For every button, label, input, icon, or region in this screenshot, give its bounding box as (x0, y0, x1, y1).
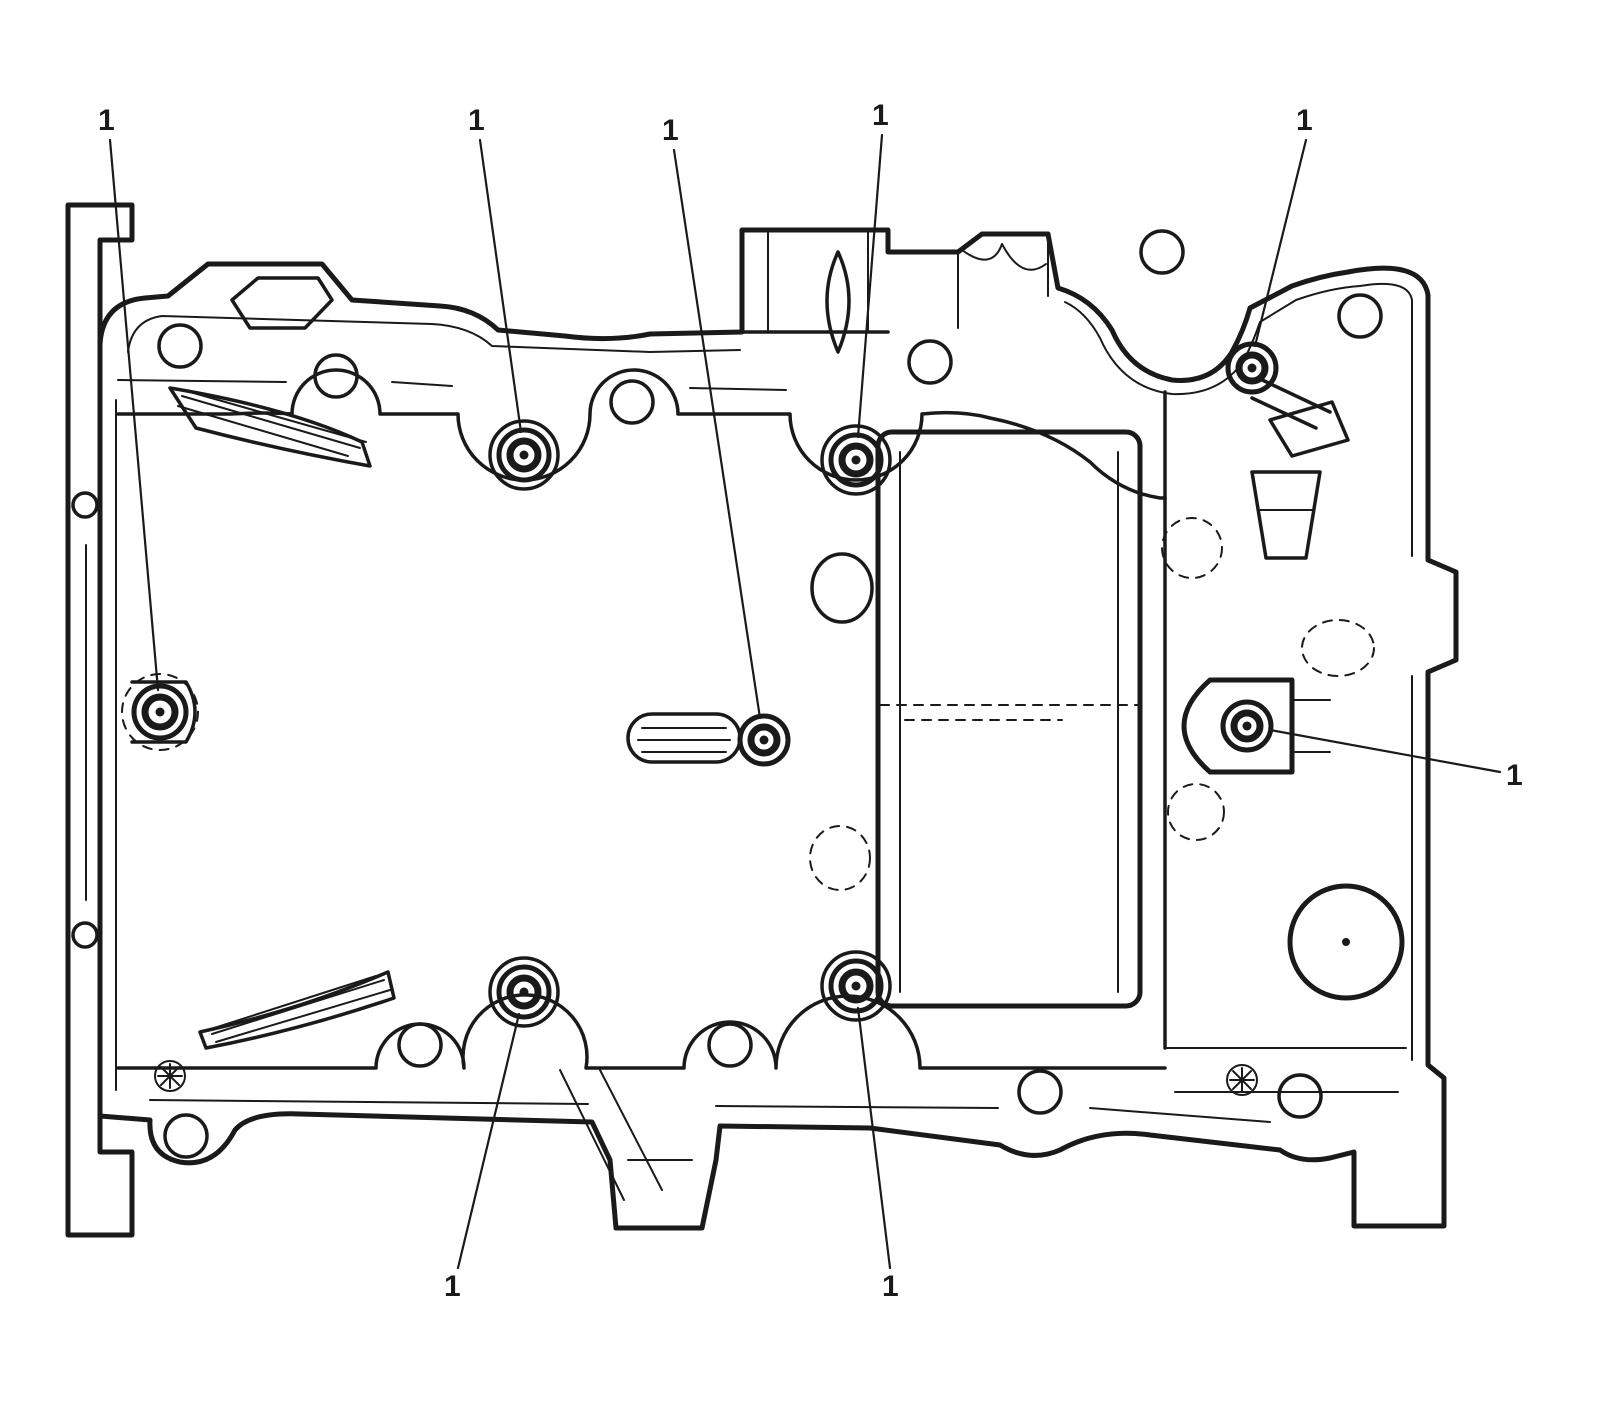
callout: 1 (662, 114, 762, 720)
left-mounting-bracket (65, 202, 135, 1238)
callout: 1 (1253, 104, 1313, 348)
callout-label: 1 (1296, 104, 1313, 137)
callout: 1 (468, 104, 523, 434)
leader-line (856, 1006, 892, 1270)
callout-label: 1 (444, 1270, 461, 1303)
right-chamber-details (1161, 470, 1405, 1001)
callouts: 1 1 1 1 1 1 1 1 (98, 99, 1523, 1303)
callout: 1 (856, 99, 889, 439)
callout: 1 (98, 104, 160, 692)
bolt-hole (820, 950, 892, 1022)
leader-line (1268, 728, 1502, 774)
leader-line (672, 148, 762, 720)
callout-label: 1 (98, 104, 115, 137)
bolt-hole (121, 673, 199, 751)
block-outline (97, 227, 1459, 1231)
top-gasket-rail (116, 229, 1383, 500)
callout-label: 1 (882, 1270, 899, 1303)
callout-label: 1 (1506, 759, 1523, 792)
bolt-hole (820, 424, 892, 496)
bolt-hole (488, 956, 560, 1028)
bolt-hole (1220, 699, 1274, 753)
callout: 1 (444, 1012, 521, 1303)
crankcase-center-section (626, 390, 1167, 1050)
callout-label: 1 (662, 114, 679, 147)
bolt-hole (737, 713, 791, 767)
callout: 1 (856, 1006, 899, 1303)
leader-line (108, 138, 160, 692)
callout: 1 (1268, 728, 1523, 792)
splined-hole (1226, 1064, 1258, 1096)
bolt-hole (488, 419, 560, 491)
leader-line (1253, 138, 1308, 348)
leader-line (456, 1012, 521, 1270)
bolt-holes (121, 341, 1279, 1028)
bottom-gasket-rail (116, 970, 1407, 1159)
splined-hole (154, 1060, 186, 1092)
callout-label: 1 (468, 104, 485, 137)
bolt-hole (1225, 341, 1279, 395)
callout-label: 1 (872, 99, 889, 132)
leader-line (856, 133, 884, 439)
engine-block-drawing (65, 202, 1459, 1238)
leader-line (478, 138, 523, 434)
